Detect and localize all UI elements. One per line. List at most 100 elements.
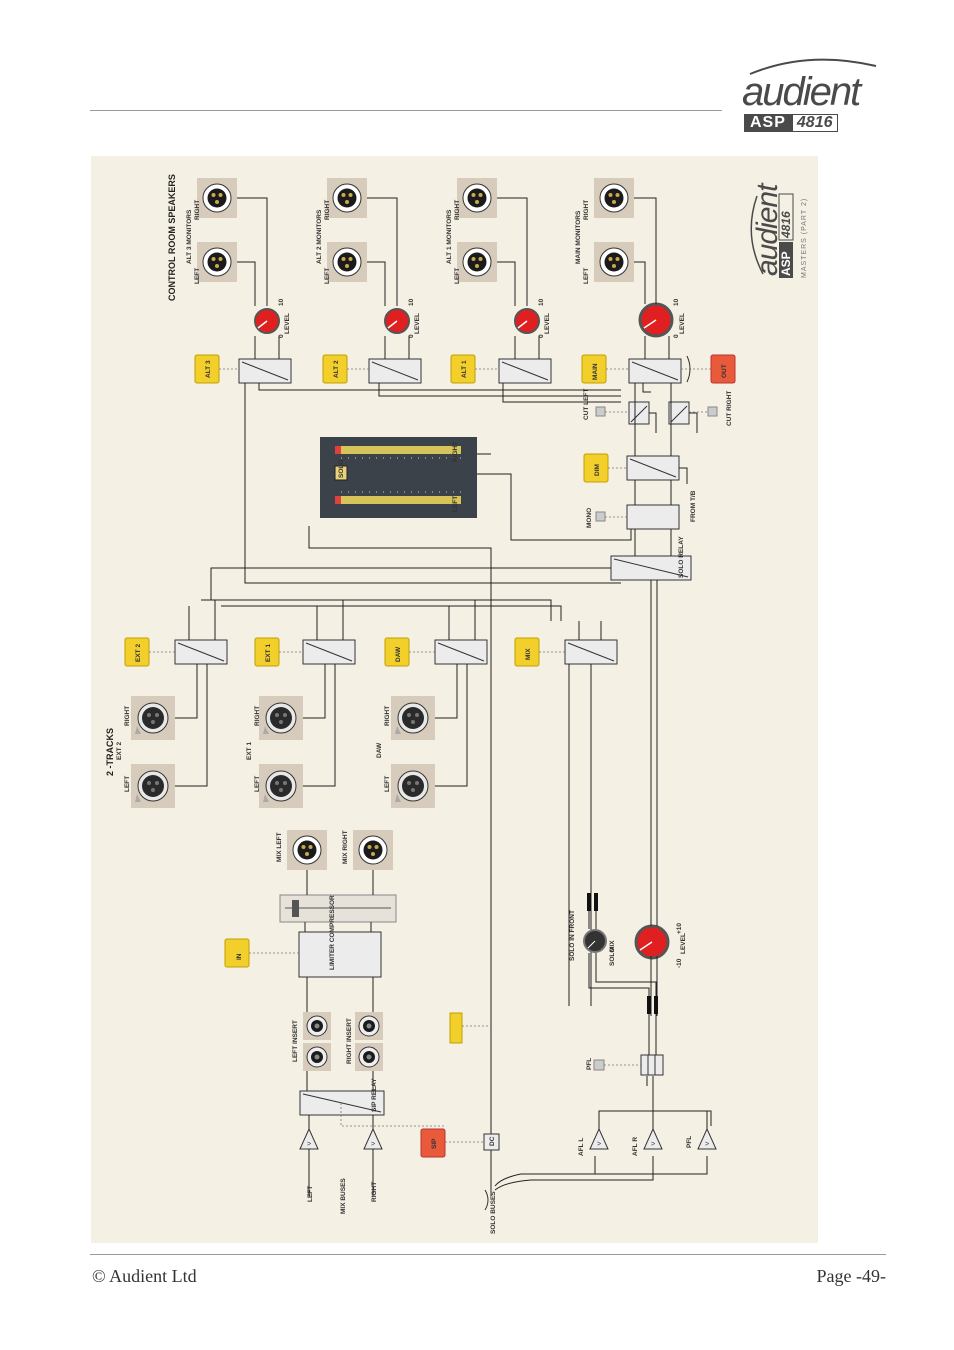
- daw-label: DAW: [376, 742, 383, 758]
- main-level-min: 0: [673, 334, 680, 338]
- mix-left-label: MIX LEFT: [276, 832, 283, 862]
- main-title: MAIN MONITORS: [575, 210, 582, 264]
- footer-rule: [90, 1254, 886, 1255]
- alt3-right-label: RIGHT: [194, 200, 201, 220]
- logo-word: audient: [742, 70, 861, 114]
- meter-solo-indicator: [334, 465, 348, 481]
- sip-button[interactable]: [420, 1128, 446, 1158]
- audient-logo: audient ASP 4816: [742, 58, 888, 134]
- dim-button-label: DIM: [594, 464, 601, 476]
- mono-button[interactable]: [595, 511, 606, 522]
- connector-block-icon: [654, 996, 658, 1014]
- main-level-label: LEVEL: [679, 313, 686, 334]
- ext1-right-xlr-icon: [258, 695, 304, 741]
- meter-left-bar: [335, 496, 461, 504]
- main-level-max: 10: [673, 298, 680, 306]
- sip-relay-label: SIP RELAY: [371, 1078, 378, 1112]
- daw-left-label: LEFT: [384, 776, 391, 792]
- section-control-room-label: CONTROL ROOM SPEAKERS: [167, 174, 177, 301]
- ext1-label: EXT 1: [246, 742, 253, 760]
- mix-fader[interactable]: [279, 894, 397, 923]
- solo-relay-label: SOLO RELAY: [678, 536, 685, 578]
- section-two-tracks-label: 2 -TRACKS: [105, 728, 115, 776]
- brand-block: audient ASP 4816 MASTERS (PART 2): [750, 182, 808, 278]
- brand-caption: MASTERS (PART 2): [801, 198, 808, 278]
- solo-in-front-label: SOLO IN FRONT: [569, 910, 576, 961]
- alt2-level-knob-icon[interactable]: [384, 308, 410, 334]
- in-button[interactable]: [224, 938, 250, 968]
- pfl-bus-label: PFL: [686, 1136, 693, 1148]
- left-insert-return-jack-icon: [302, 1042, 332, 1072]
- cut-right-label: CUT RIGHT: [726, 391, 733, 426]
- limiter-compressor-box: [298, 931, 382, 978]
- brand-number: 4816: [779, 211, 793, 239]
- cut-left-button[interactable]: [595, 406, 606, 417]
- meter-right-label: RIGHT: [452, 442, 459, 462]
- pfl-label: PFL: [586, 1058, 593, 1070]
- afl-l-label: AFL L: [578, 1138, 585, 1156]
- right-insert-send-jack-icon: [354, 1011, 384, 1041]
- alt2-title: ALT 2 MONITORS: [316, 209, 323, 264]
- main-monitor-group: MAIN MONITORS RIGHT LEFT LEVEL 10 0 MAIN…: [575, 177, 736, 384]
- daw-switch: [434, 639, 488, 665]
- afl-r-label: AFL R: [632, 1137, 639, 1156]
- meter-left-label: LEFT: [452, 496, 459, 512]
- ext1-switch: [302, 639, 356, 665]
- meter-right-bar: [335, 446, 461, 454]
- alt1-level-min: 0: [538, 334, 545, 338]
- alt3-title: ALT 3 MONITORS: [186, 209, 193, 264]
- logo-badge: ASP 4816: [744, 114, 838, 132]
- ext2-left-label: LEFT: [124, 776, 131, 792]
- alt3-right-xlr-icon: [196, 177, 238, 219]
- alt1-level-label: LEVEL: [544, 313, 551, 334]
- cut-right-button[interactable]: [707, 406, 718, 417]
- ext2-left-xlr-icon: [130, 763, 176, 809]
- mix-bus-right-label: RIGHT: [371, 1182, 378, 1202]
- mix-source-group: MIX: [514, 621, 618, 1006]
- alt2-left-xlr-icon: [326, 241, 368, 283]
- level-min: -10: [676, 958, 683, 968]
- alt3-level-knob-icon[interactable]: [254, 308, 280, 334]
- alt2-button-label: ALT 2: [333, 360, 340, 378]
- ext2-right-xlr-icon: [130, 695, 176, 741]
- brand-asp: ASP: [779, 251, 793, 276]
- alt1-monitor-group: ALT 1 MONITORS RIGHT LEFT LEVEL 10 0 ALT…: [446, 177, 552, 384]
- daw-source-group: DAW RIGHT LEFT DAW: [376, 600, 488, 809]
- mix-right-xlr-icon: [352, 829, 394, 871]
- main-right-label: RIGHT: [583, 200, 590, 220]
- daw-right-label: RIGHT: [384, 706, 391, 726]
- mix-switch: [564, 639, 618, 665]
- header-rule: [90, 110, 722, 111]
- pfl-button[interactable]: [593, 1059, 605, 1071]
- pfl-amp-icon: [697, 1128, 717, 1150]
- solo-buses-label: SOLO BUSES: [490, 1191, 497, 1234]
- ext1-source-group: EXT 1 RIGHT LEFT EXT 1: [246, 600, 356, 809]
- alt2-right-xlr-icon: [326, 177, 368, 219]
- left-insert-send-jack-icon: [302, 1011, 332, 1041]
- alt1-level-knob-icon[interactable]: [514, 308, 540, 334]
- in-button-label: IN: [236, 953, 243, 960]
- ext1-button-label: EXT 1: [265, 644, 272, 662]
- right-insert-label: RIGHT INSERT: [346, 1018, 353, 1064]
- alt2-monitor-group: ALT 2 MONITORS RIGHT LEFT LEVEL 10 0 ALT…: [316, 177, 422, 384]
- alt2-switch: [368, 358, 422, 384]
- meter-solo-label: SOLO: [338, 460, 345, 478]
- connector-block-icon: [647, 996, 651, 1014]
- alt2-level-max: 10: [408, 298, 415, 306]
- alt3-button-label: ALT 3: [205, 360, 212, 378]
- left-insert-label: LEFT INSERT: [292, 1020, 299, 1062]
- alt2-left-label: LEFT: [324, 268, 331, 284]
- alt1-title: ALT 1 MONITORS: [446, 209, 453, 264]
- ext1-left-label: LEFT: [254, 776, 261, 792]
- monitor-control-section: CUT LEFT CUT RIGHT DIM MONO FROM T/B SOL…: [583, 383, 733, 581]
- ext2-label: EXT 2: [116, 742, 123, 760]
- cut-left-label: CUT LEFT: [583, 389, 590, 420]
- connector-block-icon: [594, 893, 598, 911]
- level-max: +10: [676, 923, 683, 934]
- ext2-right-label: RIGHT: [124, 706, 131, 726]
- pfl-switch: [640, 1054, 664, 1076]
- fader-cap-icon[interactable]: [292, 900, 299, 917]
- mono-switch: [626, 504, 680, 530]
- main-switch: [628, 358, 682, 384]
- alt2-level-label: LEVEL: [414, 313, 421, 334]
